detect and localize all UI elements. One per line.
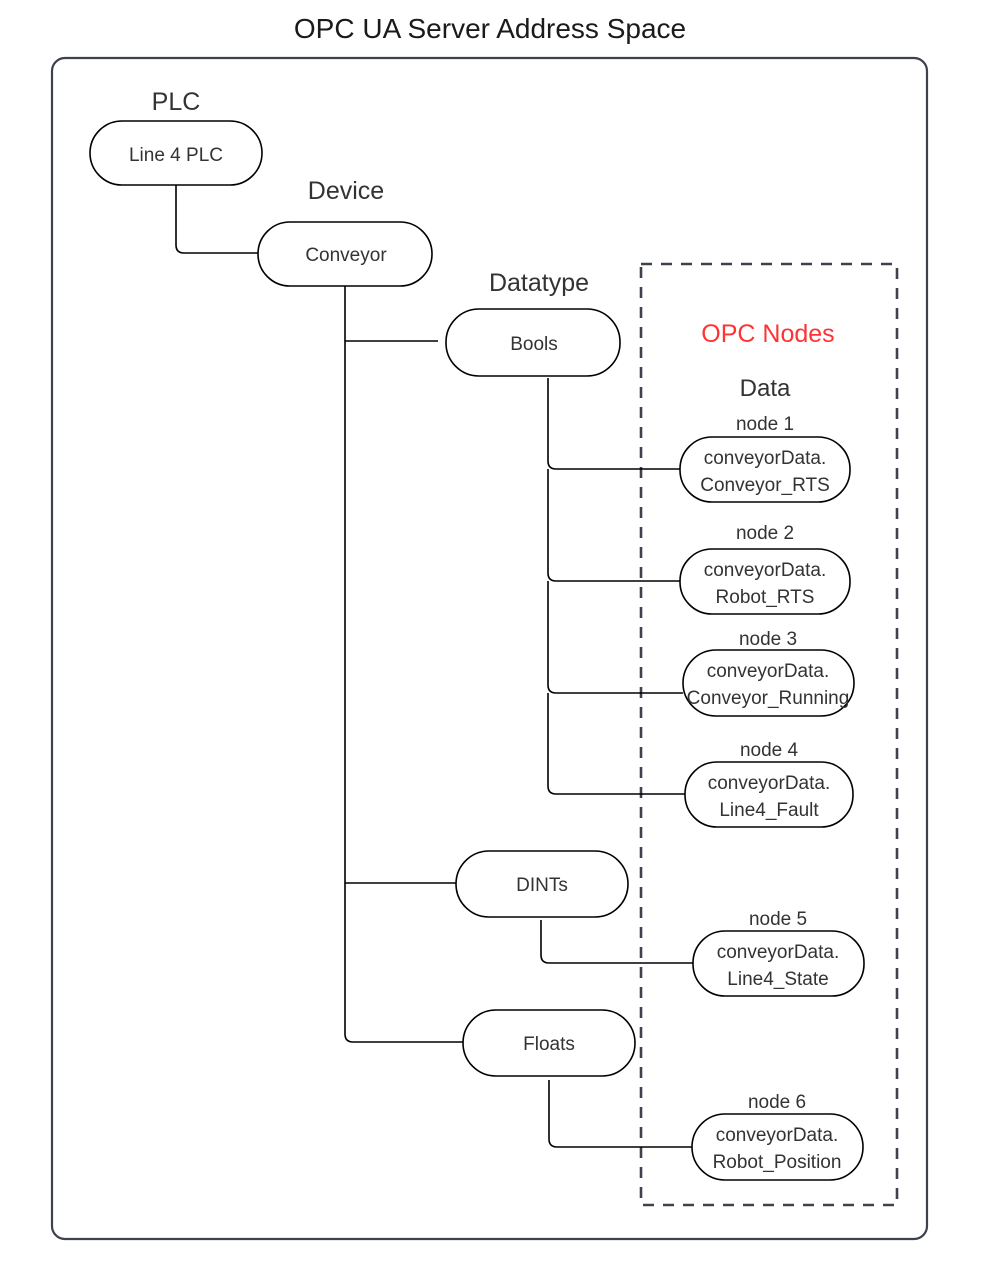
group-label-device: Device (308, 177, 384, 205)
node-dints-label: DINTs (516, 875, 568, 896)
group-label-opc-nodes: OPC Nodes (701, 320, 834, 348)
node-floats-shape (462, 1009, 636, 1077)
opc-node-5[interactable]: node 5 conveyorData. Line4_State (692, 909, 865, 997)
edge-conveyor-trunk (344, 285, 463, 1043)
opc-node-1-line1: conveyorData. (704, 448, 827, 469)
opc-node-5-line2: Line4_State (727, 969, 828, 990)
edge-floats-to-node6 (548, 1080, 692, 1148)
opc-node-2-shape (679, 548, 851, 615)
edge-bools-to-node4 (547, 693, 685, 795)
page-title: OPC UA Server Address Space (294, 13, 686, 44)
opc-node-6-shape (691, 1113, 864, 1181)
node-conveyor-shape (257, 221, 433, 287)
opc-node-5-line1: conveyorData. (717, 942, 840, 963)
opc-node-1-caption: node 1 (736, 414, 794, 435)
opc-node-4-line1: conveyorData. (708, 773, 831, 794)
edge-dints-to-node5 (540, 920, 693, 964)
opc-node-4-line2: Line4_Fault (719, 800, 819, 821)
opc-node-4-shape (684, 761, 854, 828)
edge-bools-to-node2 (547, 469, 680, 582)
node-bools-label: Bools (510, 334, 558, 355)
opc-node-6[interactable]: node 6 conveyorData. Robot_Position (691, 1092, 864, 1181)
opc-node-2-caption: node 2 (736, 523, 794, 544)
node-line-4-plc[interactable]: Line 4 PLC (89, 120, 263, 186)
edge-bools-to-node1 (547, 378, 680, 470)
opc-node-6-line1: conveyorData. (716, 1125, 839, 1146)
opc-node-6-caption: node 6 (748, 1092, 806, 1113)
edge-bools-to-node3 (547, 581, 683, 694)
node-conveyor-label: Conveyor (305, 245, 387, 266)
node-line-4-plc-shape (89, 120, 263, 186)
opc-node-4-caption: node 4 (740, 740, 799, 761)
node-floats[interactable]: Floats (462, 1009, 636, 1077)
opc-node-3-shape (682, 649, 855, 717)
opc-node-3-line1: conveyorData. (707, 661, 830, 682)
node-line-4-plc-label: Line 4 PLC (129, 145, 223, 166)
opc-node-1-line2: Conveyor_RTS (700, 475, 830, 496)
opc-node-3-line2: Conveyor_Running (687, 688, 850, 709)
node-dints[interactable]: DINTs (455, 850, 629, 918)
group-label-data: Data (740, 375, 791, 402)
opc-node-2-line1: conveyorData. (704, 560, 827, 581)
group-label-plc: PLC (152, 88, 201, 116)
opc-node-4[interactable]: node 4 conveyorData. Line4_Fault (684, 740, 854, 828)
opc-node-3[interactable]: node 3 conveyorData. Conveyor_Running (682, 629, 855, 717)
opc-node-3-caption: node 3 (739, 629, 797, 650)
group-label-datatype: Datatype (489, 269, 589, 297)
node-dints-shape (455, 850, 629, 918)
opc-node-1[interactable]: node 1 conveyorData. Conveyor_RTS (679, 414, 851, 503)
opc-node-2[interactable]: node 2 conveyorData. Robot_RTS (679, 523, 851, 615)
edge-plc-to-conveyor (175, 184, 258, 254)
opc-node-5-caption: node 5 (749, 909, 807, 930)
node-floats-label: Floats (523, 1034, 575, 1055)
node-bools-shape (445, 308, 621, 377)
node-bools[interactable]: Bools (445, 308, 621, 377)
opc-nodes-region (639, 262, 899, 1207)
opc-node-2-line2: Robot_RTS (716, 587, 815, 608)
opc-node-6-line2: Robot_Position (713, 1152, 842, 1173)
opc-node-1-shape (679, 436, 851, 503)
node-conveyor[interactable]: Conveyor (257, 221, 433, 287)
opc-node-5-shape (692, 930, 865, 997)
